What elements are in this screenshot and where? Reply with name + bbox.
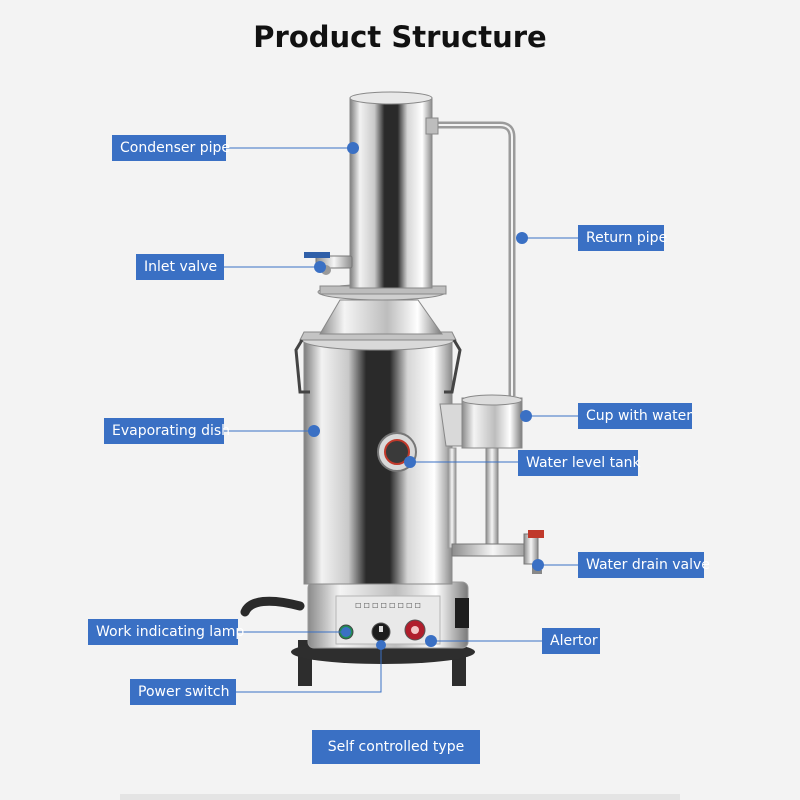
label-power-switch: Power switch [130, 679, 236, 705]
label-evaporating-dish: Evaporating dish [104, 418, 230, 444]
condenser [349, 97, 433, 289]
marker-return [516, 232, 528, 244]
top-lid [319, 299, 443, 335]
marker-lamp [341, 627, 351, 637]
label-condenser-pipe: Condenser pipe [112, 135, 230, 161]
label-work-indicating-lamp: Work indicating lamp [88, 619, 244, 645]
label-inlet-valve: Inlet valve [136, 254, 224, 280]
marker-evaporating [308, 425, 320, 437]
label-alertor: Alertor [542, 628, 600, 654]
marker-alertor [425, 635, 437, 647]
marker-condenser [347, 142, 359, 154]
page-title: Product Structure [253, 20, 547, 54]
svg-text:☐ ☐ ☐ ☐ ☐ ☐ ☐ ☐: ☐ ☐ ☐ ☐ ☐ ☐ ☐ ☐ [355, 602, 421, 610]
drain-pipe [451, 543, 535, 557]
main-body [303, 337, 453, 585]
label-water-level-tank: Water level tank [518, 450, 641, 476]
power-cable [240, 596, 305, 617]
marker-drain [532, 559, 544, 571]
water-level-tube [485, 447, 499, 555]
label-return-pipe: Return pipe [578, 225, 667, 251]
footer-label: Self controlled type [312, 730, 480, 764]
marker-inlet [314, 261, 326, 273]
label-water-drain-valve: Water drain valve [578, 552, 710, 578]
bottom-strip [120, 794, 680, 800]
label-cup-with-water: Cup with water [578, 403, 692, 429]
marker-switch [376, 640, 386, 650]
marker-level [404, 456, 416, 468]
marker-cup [520, 410, 532, 422]
